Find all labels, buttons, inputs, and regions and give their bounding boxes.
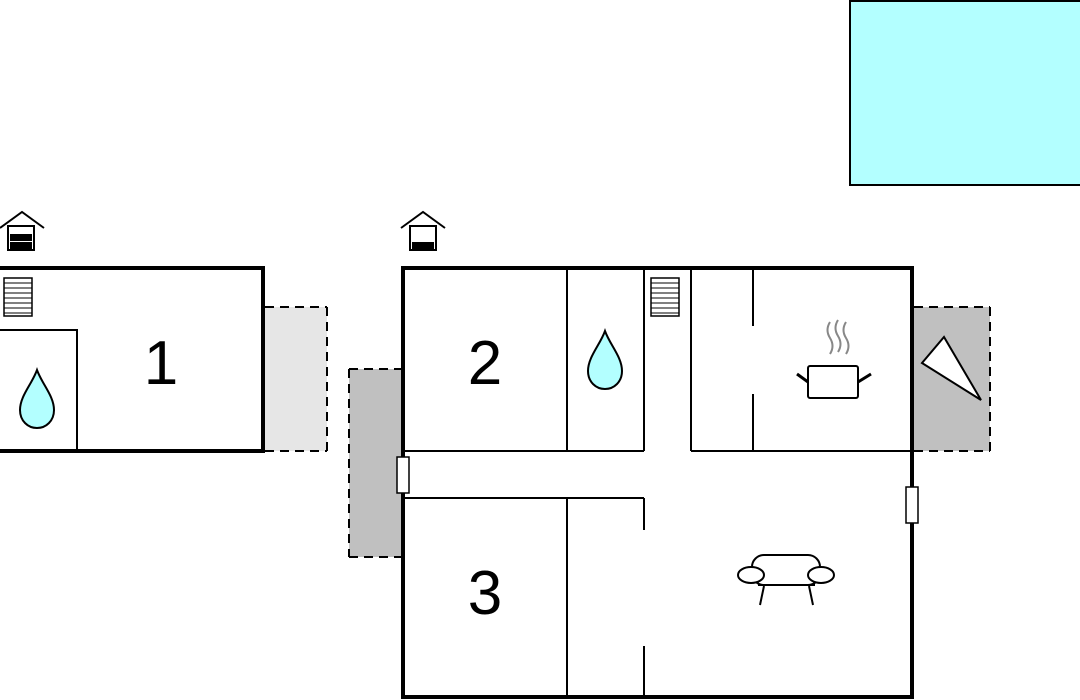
room-number-3: 3	[468, 559, 502, 628]
terrace-left-building	[265, 306, 328, 452]
stairs-icon	[650, 277, 680, 317]
cooking-pot-icon	[796, 319, 872, 399]
stairs-icon	[3, 277, 33, 317]
room-number-2: 2	[468, 329, 502, 398]
door-west	[396, 456, 410, 494]
sofa-icon	[737, 554, 835, 606]
pool	[849, 0, 1080, 186]
water-drop-icon	[18, 367, 56, 430]
room-number-1: 1	[144, 329, 178, 398]
water-drop-icon	[586, 328, 624, 391]
terrace-west	[348, 368, 402, 558]
door-east	[905, 486, 919, 524]
left-building	[0, 266, 265, 453]
triangle-flag-icon	[920, 335, 982, 401]
main-building	[401, 266, 914, 699]
house-entrance-icon	[400, 210, 446, 251]
house-entrance-icon	[0, 210, 45, 251]
